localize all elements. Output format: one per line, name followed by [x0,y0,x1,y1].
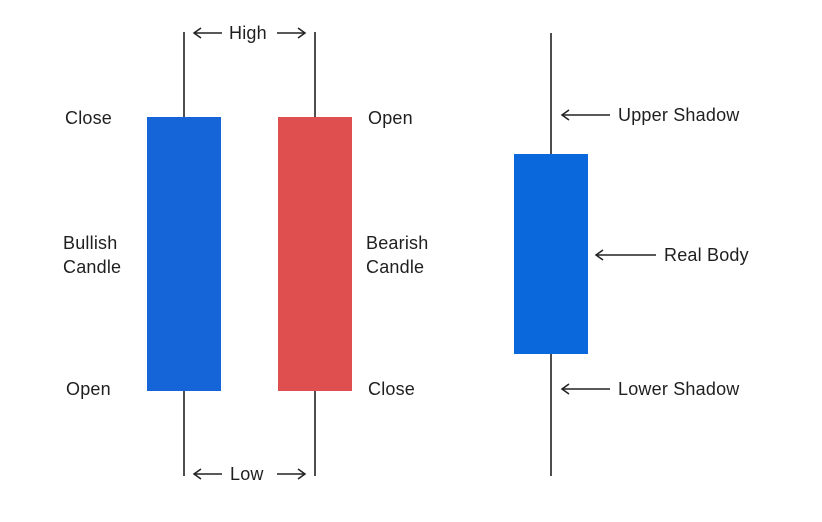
bearish-close-label: Close [368,379,416,399]
real-body-arrow [594,249,656,261]
bullish-open-label: Open [66,379,111,399]
bullish-name-line1: Bullish [63,233,118,253]
bearish-name-line2: Candle [366,257,425,277]
upper-shadow-label: Upper Shadow [618,105,740,125]
low-label: Low [230,464,264,484]
lower-shadow-arrow [560,383,610,395]
bullish-name-line2: Candle [63,257,122,277]
bullish-candle-body [147,117,221,391]
high-arrows [192,27,307,39]
bearish-open-label: Open [368,108,413,128]
lower-shadow-label: Lower Shadow [618,379,740,399]
upper-shadow-arrow [560,109,610,121]
bearish-candle-body [278,117,352,391]
anatomy-candle-body [514,154,588,354]
bullish-close-label: Close [65,108,113,128]
high-label: High [229,23,267,43]
bearish-name-line1: Bearish [366,233,429,253]
real-body-label: Real Body [664,245,749,265]
low-arrows [192,468,307,480]
